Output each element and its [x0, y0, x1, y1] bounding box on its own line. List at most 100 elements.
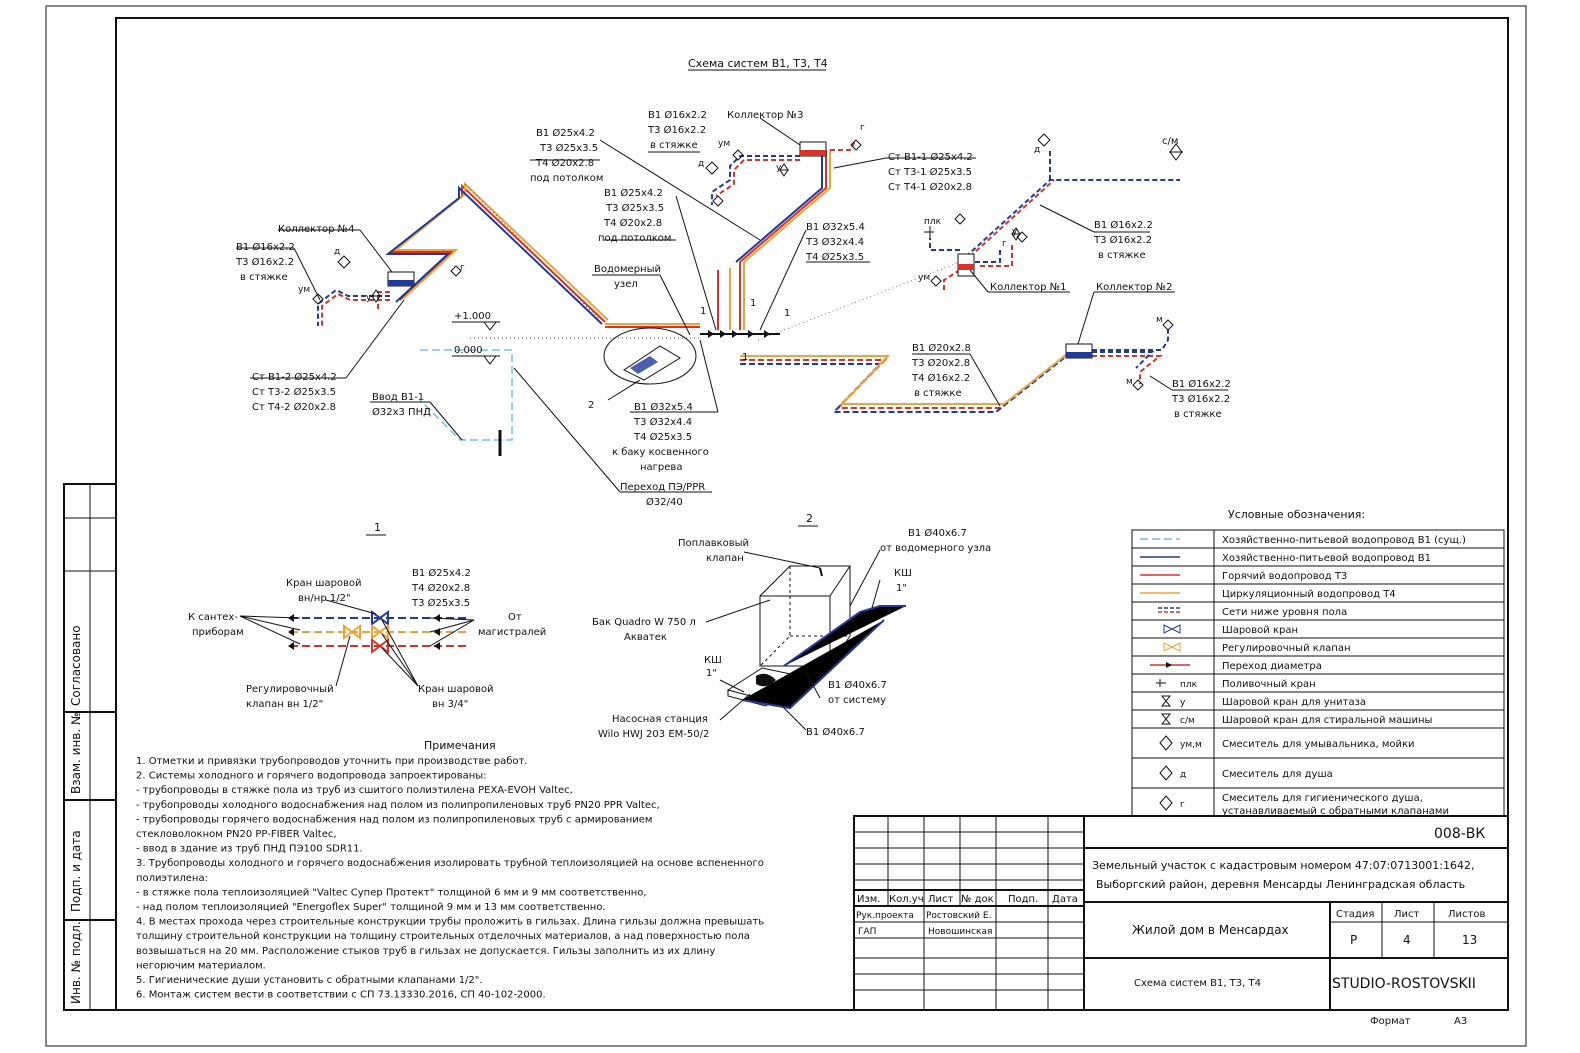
detail-2: 2 Поплавковый клапан Бак Quadro W 750 л …	[592, 512, 991, 740]
mixer-icon	[930, 275, 942, 287]
label-f-scr: в стяжке	[1174, 409, 1222, 420]
label-c-b1: В1 Ø25x4.2	[604, 187, 663, 199]
hygiene-shower-icon	[450, 265, 462, 277]
label-u-2: у	[776, 163, 782, 173]
detail-1-valve-top-1: Кран шаровой	[286, 578, 362, 589]
detail-1-from-2: магистралей	[478, 627, 546, 638]
shower-icon	[1037, 133, 1051, 147]
stamp-studio: STUDIO-ROSTOVSKII	[1332, 976, 1476, 992]
water-meter-node	[603, 327, 780, 385]
ball-valve-icon	[371, 638, 389, 654]
detail-1: 1 Кран шаровой вн/нр 1/2" В1 Ø25x4.2 Т4 …	[188, 521, 546, 710]
label-u-1: у	[1012, 227, 1018, 237]
legend-label: Регулировочный клапан	[1222, 643, 1351, 654]
stamp-name-2: Новошинская	[928, 927, 992, 937]
legend-label: Переход диаметра	[1222, 661, 1322, 672]
detail-1-reg-1: Регулировочный	[246, 684, 334, 695]
legend-label: Смеситель для гигиенического душа,	[1222, 793, 1423, 804]
stamp-code: 008-ВК	[1434, 826, 1485, 842]
toilet-valve-icon	[779, 163, 789, 177]
notes-line: полиэтилена:	[136, 873, 208, 884]
label-m-1: м	[1156, 315, 1163, 325]
detail-1-valve-bot-1: Кран шаровой	[418, 684, 494, 695]
legend-symbol-icon	[1156, 679, 1166, 687]
legend-symbol-icon	[1160, 695, 1172, 707]
stamp-stage-h: Стадия	[1336, 909, 1374, 920]
detail-2-tank-1: Бак Quadro W 750 л	[592, 617, 696, 628]
legend-symbol-icon	[1160, 713, 1172, 725]
detail-2-ksh-size-1: 1"	[896, 583, 907, 594]
stamp-h-list: Лист	[928, 894, 954, 905]
notes-line: 3. Трубопроводы холодного и горячего вод…	[136, 858, 764, 869]
label-a-scr: в стяжке	[650, 140, 698, 151]
detail-1-to-1: К сантех-	[188, 612, 238, 623]
detail-1-pipes-2: Т4 Ø20x2.8	[411, 582, 470, 594]
label-st2-b1: Ст В1-2 Ø25x4.2	[252, 371, 337, 383]
notes-line: - трубопроводы горячего водоснабжения на…	[136, 814, 652, 825]
elev-1000: +1.000	[454, 311, 491, 322]
legend-label: Смеситель для умывальника, мойки	[1222, 739, 1415, 750]
label-um-2: ум	[718, 139, 730, 149]
detail-2-out-2: от систему	[828, 695, 886, 706]
label-trans: Переход ПЭ/PPR	[620, 482, 705, 493]
collector-4-label: Коллектор №4	[278, 224, 354, 235]
hygiene-shower-icon	[850, 139, 862, 151]
legend: Условные обозначения: Хозяйственно-питье…	[1131, 508, 1505, 817]
legend-sym-text: д	[1180, 770, 1186, 780]
label-k-t3: Т3 Ø32x4.4	[633, 416, 692, 428]
stamp-role-1: Рук.проекта	[856, 911, 914, 921]
mixer-icon	[312, 293, 324, 305]
stamp-stage: Р	[1350, 933, 1357, 947]
legend-symbol-icon	[1163, 624, 1181, 634]
legend-sym-text: у	[1180, 698, 1186, 708]
fixture-symbols	[312, 133, 1183, 391]
shower-icon	[712, 195, 724, 207]
label-trans-2: Ø32/40	[646, 496, 683, 508]
shower-icon	[705, 161, 719, 175]
collector-3-label: Коллектор №3	[727, 110, 803, 121]
detail-1-reg-2: клапан вн 1/2"	[246, 699, 323, 710]
label-st2-t3: Ст Т3-2 Ø25x3.5	[252, 386, 336, 398]
label-meter: Водомерный	[594, 264, 661, 275]
stamp-object: Жилой дом в Менсардах	[1132, 923, 1289, 937]
label-input-2: Ø32x3 ПНД	[372, 406, 431, 418]
stamp-sheet: 4	[1403, 933, 1411, 947]
detail-1-to-2: приборам	[192, 627, 244, 638]
label-n1-b: 1	[750, 298, 756, 309]
label-b-t3: Т3 Ø25x3.5	[539, 142, 598, 154]
legend-sym-text: плк	[1180, 680, 1198, 690]
stamp-format-label: Формат	[1370, 1016, 1411, 1027]
regulating-valve-icon	[343, 624, 361, 640]
label-g-scr: в стяжке	[240, 272, 288, 283]
legend-row: Циркуляционный водопровод Т4	[1132, 583, 1504, 600]
main-labels: Коллектор №3 В1 Ø16x2.2 Т3 Ø16x2.2 в стя…	[235, 109, 1231, 508]
notes-line: толщину строительной конструкции на толщ…	[136, 931, 750, 942]
legend-sym-text: г	[1180, 800, 1185, 810]
legend-symbol-icon	[1159, 735, 1173, 751]
label-g-b1: В1 Ø16x2.2	[236, 241, 295, 253]
diagram-title: Схема систем В1, Т3, Т4	[688, 57, 828, 70]
detail-1-valve-top-2: вн/нр 1/2"	[298, 593, 351, 604]
leaders	[236, 117, 1228, 493]
notes-line: - трубопроводы в стяжке пола из труб из …	[136, 785, 573, 796]
label-n1-c: 1	[784, 308, 790, 319]
label-d-t3: Т3 Ø32x4.4	[805, 236, 864, 248]
watering-valve-icon	[924, 226, 934, 238]
side-agreed: Согласовано	[69, 625, 83, 706]
label-k-t4: Т4 Ø25x3.5	[633, 431, 692, 443]
detail-2-in-1: В1 Ø40x6.7	[908, 527, 967, 539]
legend-symbol-icon	[1159, 765, 1173, 781]
side-inv: Инв. № подл.	[69, 921, 83, 1004]
detail-1-pipes-3: Т3 Ø25x3.5	[411, 597, 470, 609]
detail-2-ksh-size-2: 1"	[706, 668, 717, 679]
detail-2-float-2: клапан	[706, 553, 744, 564]
legend-label: Шаровой кран	[1222, 625, 1298, 636]
legend-title: Условные обозначения:	[1228, 508, 1365, 521]
label-c-t4: Т4 Ø20x2.8	[603, 217, 662, 229]
detail-2-ksh-1: КШ	[894, 568, 912, 579]
side-podp: Подп. и дата	[69, 830, 83, 912]
collector-2-label: Коллектор №2	[1096, 282, 1172, 293]
